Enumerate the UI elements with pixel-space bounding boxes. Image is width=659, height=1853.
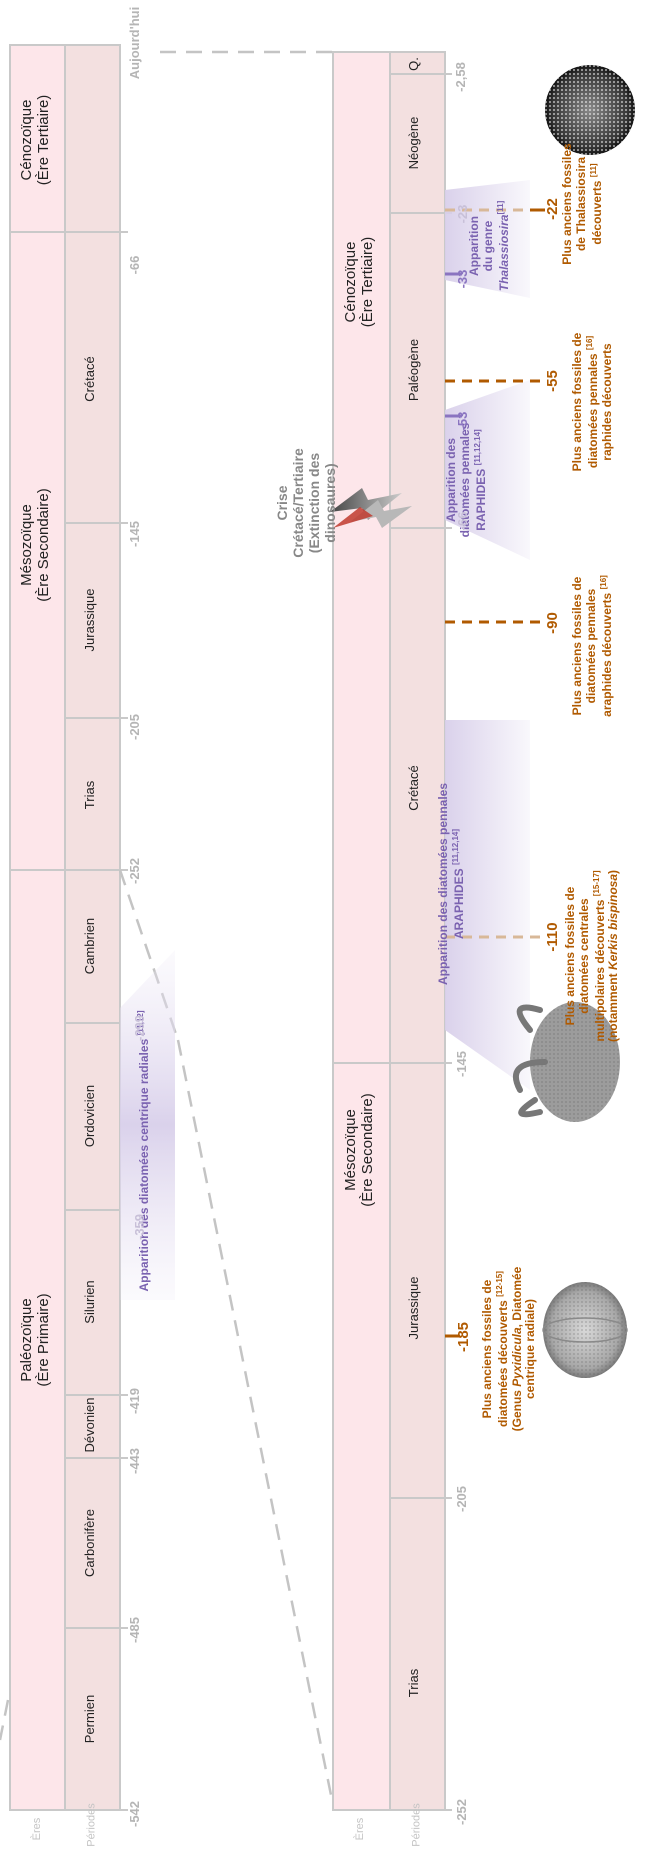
thalassiosira-start: -33 [456, 262, 474, 296]
fossil-185-year: -185 [455, 1313, 473, 1361]
left-period-permien: Permien [83, 1659, 103, 1779]
left-tick-145: -145 [128, 509, 146, 559]
left-period-devonien: Dévonien [83, 1365, 103, 1485]
right-period-neogene: Néogène [407, 83, 427, 203]
pyxidicula-fossil-image [543, 1282, 627, 1378]
right-tick-252: -252 [455, 1790, 473, 1834]
fossil-55-year: -55 [544, 361, 562, 401]
left-period-trias: Trias [83, 735, 103, 855]
fossil-55-label: Plus anciens fossiles de diatomées penna… [571, 317, 619, 487]
raphides-end: -53 [456, 404, 474, 438]
left-tick-today: Aujourd'hui [128, 3, 146, 83]
right-period-cretace: Crétacé [407, 728, 427, 848]
left-label-periodes: Périodes [86, 1798, 100, 1853]
fossil-110-label: Plus anciens fossiles de diatomées centr… [564, 856, 626, 1056]
fossil-90-label: Plus anciens fossiles de diatomées penna… [571, 561, 619, 731]
crisis-label: Crise Crétacé/Tertiaire (Extinction des … [274, 433, 350, 573]
radiales-start: -359 [133, 1205, 151, 1249]
radiales-end: -299 [133, 1006, 151, 1050]
left-tick-205: -205 [128, 702, 146, 752]
left-era-paleozoic: Paléozoïque(Ère Primaire) [18, 1250, 58, 1430]
left-tick-542: -542 [128, 1789, 146, 1839]
right-tick-258: -2,58 [454, 50, 472, 104]
left-tick-66: -66 [128, 240, 146, 290]
left-period-cretace: Crétacé [83, 319, 103, 439]
fossil-22-label: Plus anciens fossiles de Thalassiosira d… [561, 139, 609, 269]
right-tick-205: -205 [455, 1477, 473, 1521]
fossil-90-year: -90 [544, 603, 562, 643]
right-era-mesozoic: Mésozoïque(Ère Secondaire) [342, 1060, 382, 1240]
left-period-ordovicien: Ordovicien [83, 1056, 103, 1176]
left-period-jurassique: Jurassique [83, 560, 103, 680]
left-tick-485: -485 [128, 1605, 146, 1655]
right-period-paleogene: Paléogène [407, 310, 427, 430]
left-label-eres: Ères [31, 1809, 45, 1849]
fossil-110-year: -110 [544, 913, 562, 961]
left-era-mesozoic: Mésozoïque(Ère Secondaire) [18, 455, 58, 635]
thalassiosira-end: -23 [456, 197, 474, 231]
left-tick-252: -252 [128, 846, 146, 896]
left-period-cambrien: Cambrien [83, 886, 103, 1006]
left-era-band [10, 45, 65, 1810]
right-label-eres: Ères [354, 1809, 368, 1849]
right-era-cenozoic: Cénozoïque(Ère Tertiaire) [342, 192, 382, 372]
right-period-q: Q. [407, 44, 427, 84]
right-label-periodes: Périodes [411, 1798, 425, 1853]
left-period-carbonifere: Carbonifère [83, 1483, 103, 1603]
thalassiosira-event-label: Apparition du genre Thalassiosira[11] [468, 186, 516, 306]
left-tick-443: -443 [128, 1436, 146, 1486]
araphides-event-label: Apparition des diatomées pennales ARAPHI… [437, 764, 469, 1004]
right-period-jurassique: Jurassique [407, 1248, 427, 1368]
right-period-trias: Trias [407, 1623, 427, 1743]
raphides-start: -66 [456, 504, 474, 538]
left-timeline [10, 45, 128, 1810]
right-tick-145: -145 [455, 1042, 473, 1086]
fossil-185-label: Plus anciens fossiles de diatomées décou… [481, 1254, 543, 1444]
left-tick-419: -419 [128, 1376, 146, 1426]
left-era-cenozoic: Cénozoïque(Ère Tertiaire) [18, 50, 58, 230]
left-period-silurien: Silurien [83, 1242, 103, 1362]
raphides-event-label: Apparition des diatomées pennales RAPHID… [445, 420, 505, 540]
